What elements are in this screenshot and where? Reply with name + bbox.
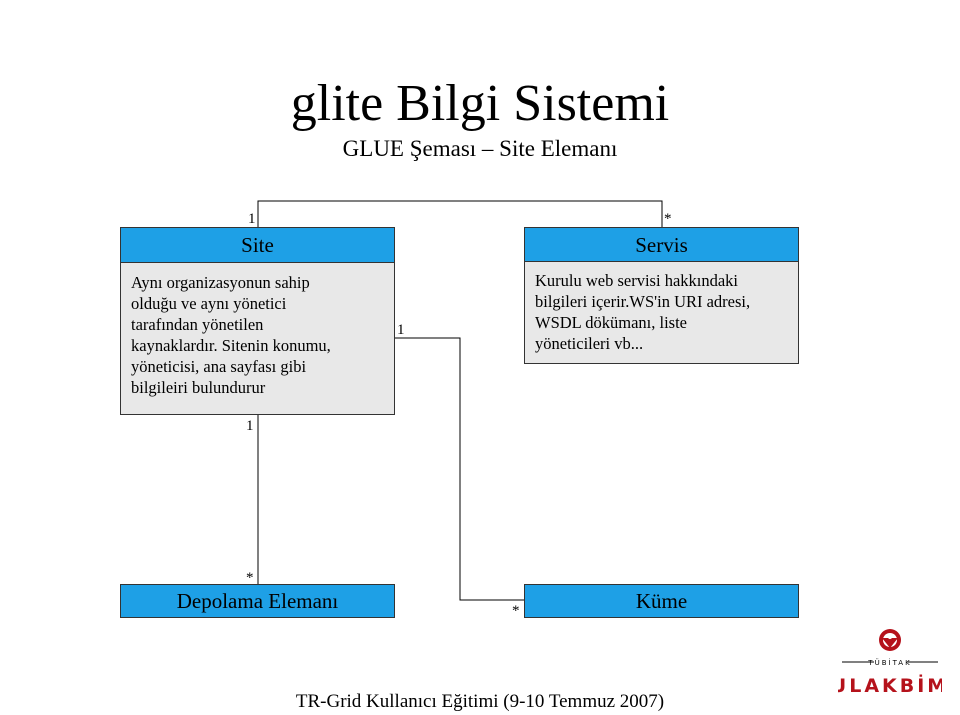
site-header: Site [120,227,395,263]
site-line: tarafından yönetilen [131,315,264,334]
site-line: kaynaklardır. Sitenin konumu, [131,336,331,355]
site-line: olduğu ve aynı yönetici [131,294,287,313]
site-kume-connector [394,337,524,601]
site-line: bilgileiri bulundurur [131,378,266,397]
site-description: Aynı organizasyonun sahip olduğu ve aynı… [120,263,395,415]
servis-line: yöneticileri vb... [535,334,644,353]
servis-class-box: Servis Kurulu web servisi hakkındaki bil… [524,227,799,364]
page-subtitle: GLUE Şeması – Site Elemanı [342,136,618,161]
site-line: Aynı organizasyonun sahip [131,273,310,292]
multiplicity-servis-top: * [664,211,672,227]
kume-class-box: Küme [524,584,799,618]
depolama-class-box: Depolama Elemanı [120,584,395,618]
logo-top-text: TÜBİTAK [867,658,911,667]
multiplicity-site-right: 1 [397,322,405,338]
ulakbim-logo: TÜBİTAK ULAKBİM [831,628,946,700]
multiplicity-depolama-top: * [246,570,254,586]
multiplicity-site-top: 1 [248,211,256,227]
footer-text: TR-Grid Kullanıcı Eğitimi (9-10 Temmuz 2… [295,691,665,712]
site-class-box: Site Aynı organizasyonun sahip olduğu ve… [120,227,395,415]
servis-line: bilgileri içerir.WS'in URI adresi, [535,292,751,311]
logo-main-text: ULAKBİM [838,673,942,697]
page-title: glite Bilgi Sistemi [290,75,670,132]
servis-line: Kurulu web servisi hakkındaki [535,271,739,290]
multiplicity-kume-left: * [512,603,520,619]
servis-line: WSDL dökümanı, liste [535,313,687,332]
servis-description: Kurulu web servisi hakkındaki bilgileri … [524,262,799,364]
multiplicity-site-bottom: 1 [246,418,254,434]
site-line: yöneticisi, ana sayfası gibi [131,357,307,376]
site-servis-connector [257,200,663,227]
servis-header: Servis [524,227,799,262]
